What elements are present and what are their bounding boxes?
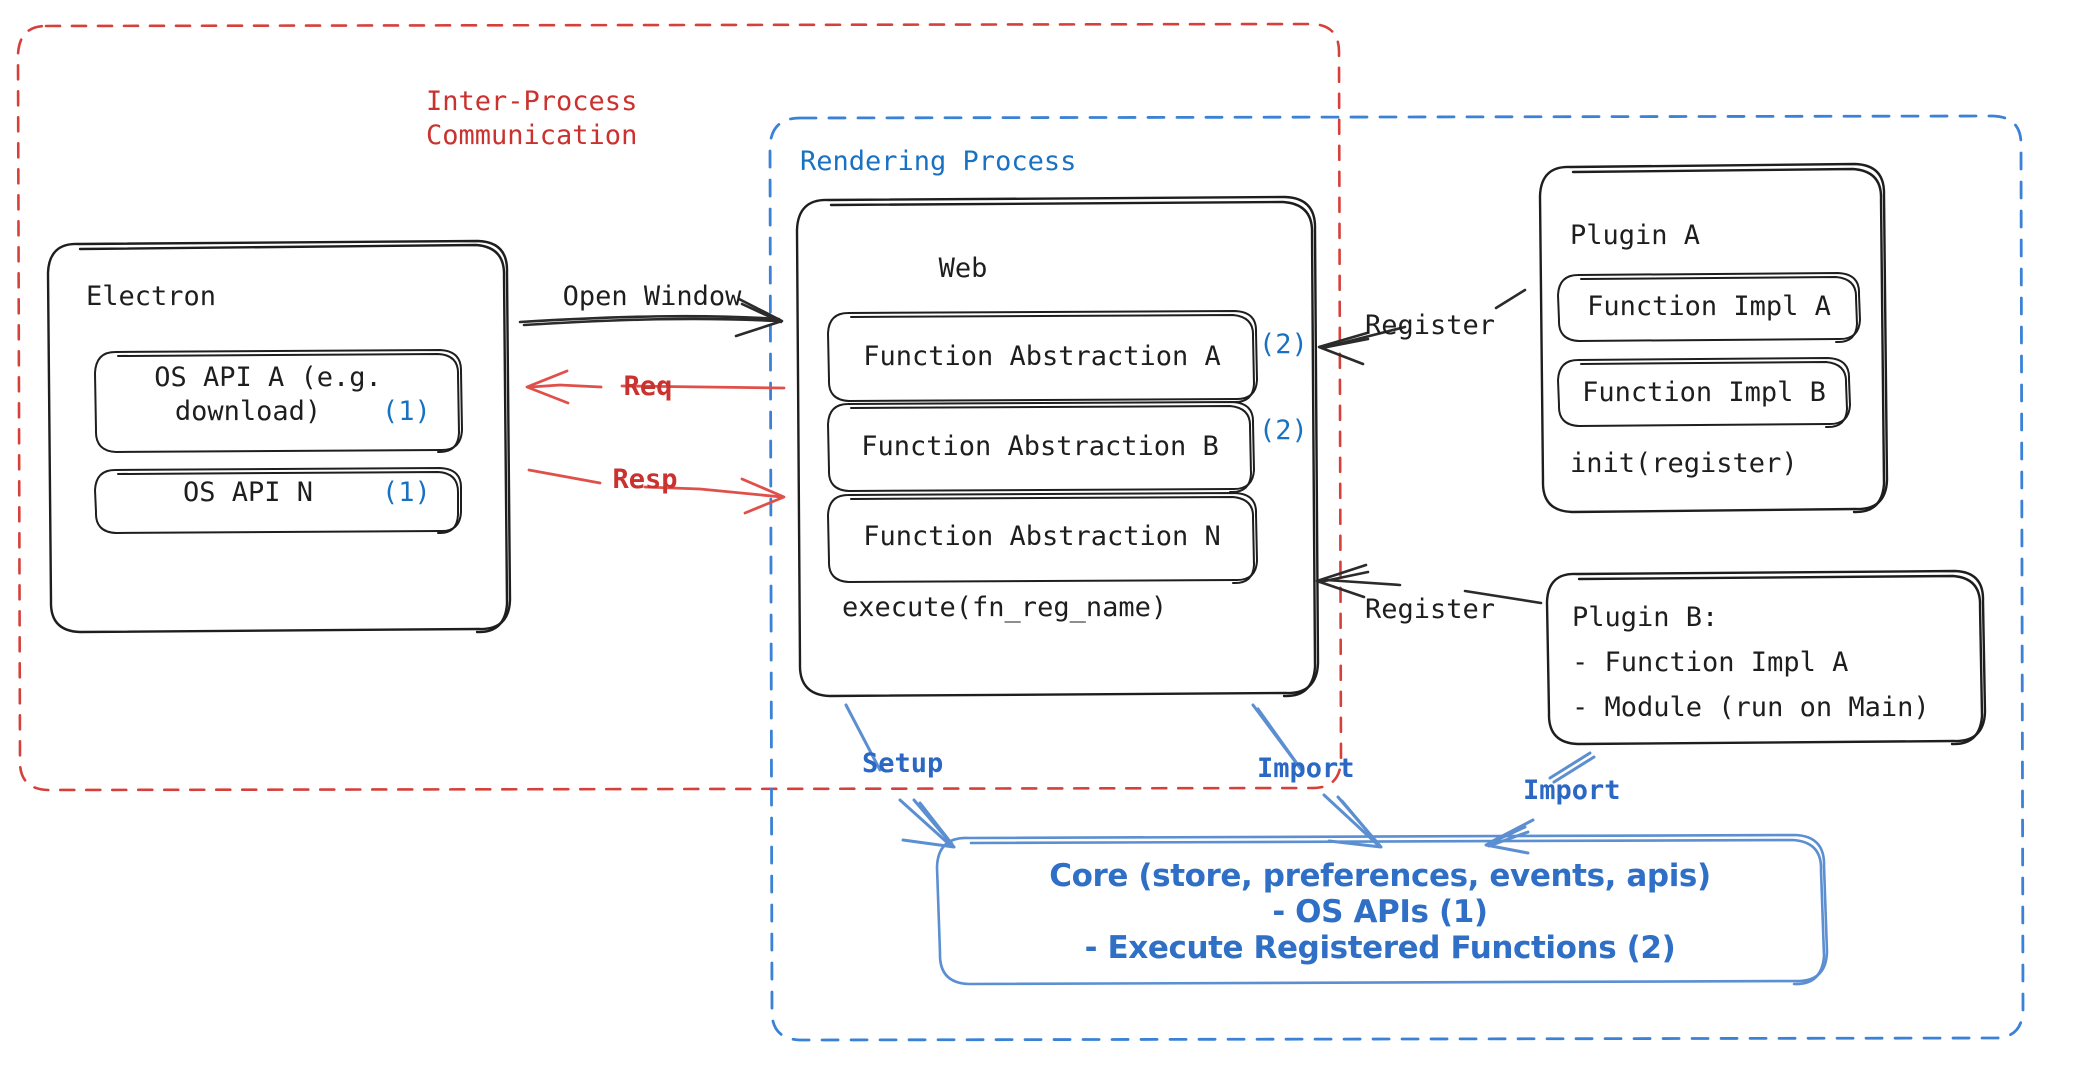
function-impl-b-box-border [1557,357,1851,429]
ipc-label-line1: Inter-Process [426,86,638,117]
function-abstraction-n-box-border [827,492,1258,585]
ipc-label-line2: Communication [426,120,638,151]
edge-resp [527,468,786,515]
edge-req-label: Req [623,371,673,402]
core-line-3: - Execute Registered Functions (2) [1084,930,1676,966]
function-impl-a-box-border [1557,272,1861,344]
function-impl-a-label: Function Impl A [1587,291,1831,322]
electron-title: Electron [86,281,217,312]
os-api-a-box-border [94,349,463,454]
core-line-1: Core (store, preferences, events, apis) [1049,858,1711,894]
edge-setup [844,703,956,849]
function-abstraction-a-box-border [827,310,1258,404]
plugin-b-line-1: - Function Impl A [1572,647,1849,678]
plugin-b-title: Plugin B: [1572,602,1719,633]
web-title: Web [938,253,988,284]
rendering-process-label: Rendering Process [800,146,1077,177]
edge-req [525,369,786,405]
core-box-border [935,833,1829,986]
function-abstraction-n-label: Function Abstraction N [863,521,1221,552]
edge-register-a [1317,288,1527,366]
os-api-n-badge: (1) [382,477,431,508]
os-api-a-badge: (1) [382,396,431,427]
function-abstraction-b-label: Function Abstraction B [861,431,1219,462]
rendering-process-container-border [768,114,2025,1042]
web-footer: execute(fn_reg_name) [842,592,1168,623]
function-abstraction-b-badge: (2) [1259,415,1308,446]
os-api-a-label-line2: download) [174,396,322,427]
function-abstraction-b-box-border [827,401,1255,494]
core-line-2: - OS APIs (1) [1272,894,1488,930]
edge-import-web-label: Import [1257,753,1355,784]
plugin-b-box-border [1545,569,1987,746]
function-abstraction-a-badge: (2) [1259,329,1308,360]
function-abstraction-a-label: Function Abstraction A [863,341,1221,372]
plugin-a-box-border [1538,162,1889,514]
edge-open-window [518,297,784,338]
electron-box-border [46,239,512,634]
edge-register-b [1315,563,1543,605]
os-api-n-box-border [94,467,463,535]
edge-register-a-label: Register [1365,310,1496,341]
edge-setup-label: Setup [862,748,944,779]
web-box-border [795,195,1320,698]
os-api-a-label-line1: OS API A (e.g. [154,362,382,393]
plugin-a-footer: init(register) [1570,448,1798,479]
plugin-a-title: Plugin A [1570,220,1701,251]
os-api-n-label: OS API N [182,477,314,508]
ipc-container-border [16,22,1343,792]
edge-import-plugin-b-label: Import [1523,775,1621,806]
edge-resp-label: Resp [612,464,678,495]
function-impl-b-label: Function Impl B [1582,377,1826,408]
edge-import-web [1251,703,1383,849]
edge-import-plugin-b [1484,751,1596,855]
edge-open-window-label: Open Window [562,281,742,312]
edge-register-b-label: Register [1365,594,1496,625]
plugin-b-line-2: - Module (run on Main) [1572,692,1930,723]
